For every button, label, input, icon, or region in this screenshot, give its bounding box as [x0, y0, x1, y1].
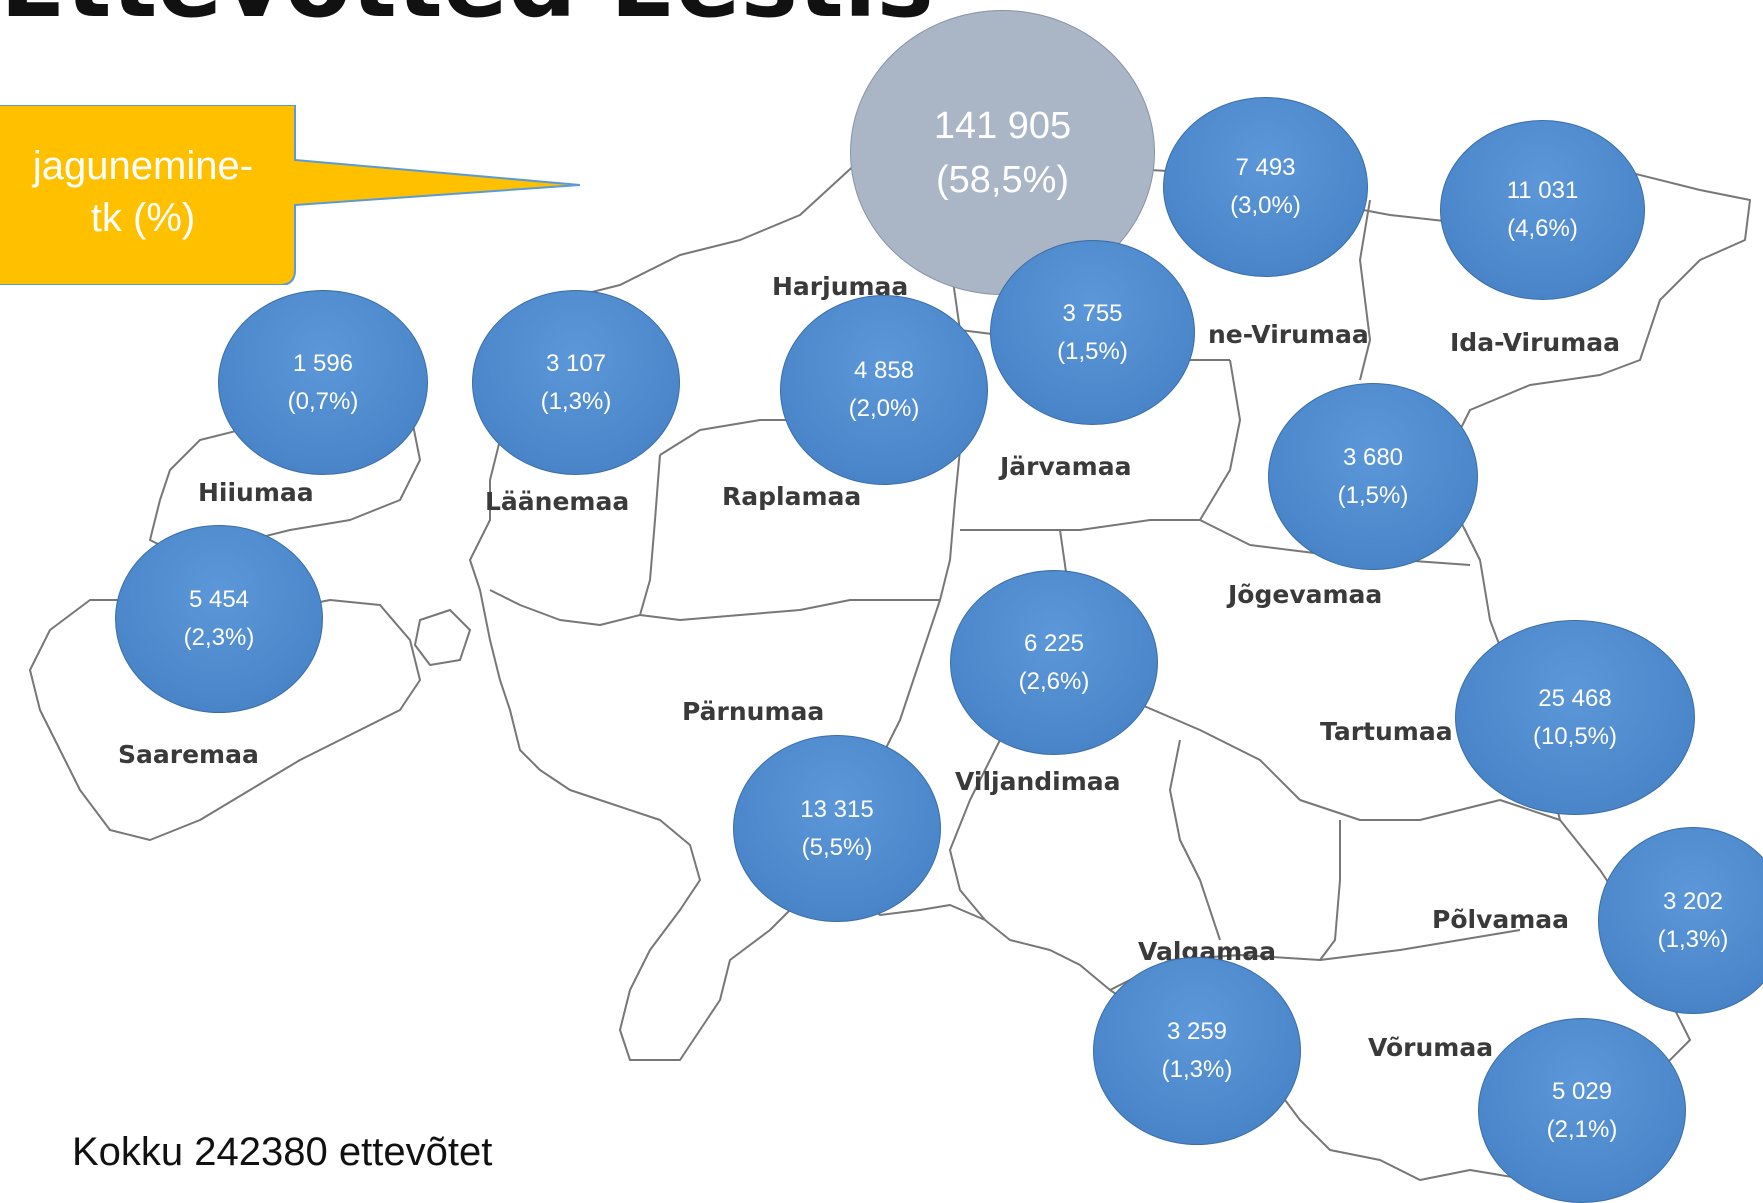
- region-label-polvamaa: Põlvamaa: [1432, 905, 1570, 934]
- bubble-share: (4,6%): [1507, 215, 1578, 242]
- bubble-share: (0,7%): [287, 387, 359, 415]
- bubble-share: (1,3%): [540, 387, 612, 415]
- callout-text: jagunemine- tk (%): [8, 140, 278, 244]
- bubble-share: (3,0%): [1230, 192, 1301, 219]
- bubble-share: (2,1%): [1546, 1115, 1618, 1143]
- bubble-count: 13 315: [800, 795, 874, 823]
- bubble-valgamaa: 3 259 (1,3%): [1093, 957, 1301, 1145]
- bubble-share: (2,6%): [1018, 667, 1090, 695]
- bubble-count: 1 596: [292, 349, 354, 377]
- region-label-saaremaa: Saaremaa: [118, 740, 259, 769]
- bubble-count: 4 858: [853, 357, 915, 384]
- bubble-share: (1,3%): [1161, 1056, 1233, 1083]
- bubble-hiiumaa: 1 596 (0,7%): [218, 290, 428, 475]
- bubble-parnumaa: 13 315 (5,5%): [733, 735, 941, 922]
- region-label-jogevamaa: Jõgevamaa: [1228, 580, 1383, 609]
- bubble-count: 141 905: [933, 104, 1072, 147]
- bubble-viljandimaa: 6 225 (2,6%): [950, 570, 1158, 755]
- region-label-hiiumaa: Hiiumaa: [198, 478, 314, 507]
- region-label-parnumaa: Pärnumaa: [682, 697, 825, 726]
- region-label-vorumaa: Võrumaa: [1368, 1033, 1494, 1062]
- region-label-jarvamaa: Järvamaa: [1000, 452, 1132, 481]
- bubble-jogevamaa: 3 680 (1,5%): [1268, 383, 1478, 570]
- callout-line-2: tk (%): [90, 196, 196, 240]
- bubble-count: 5 454: [188, 586, 250, 613]
- bubble-count: 3 755: [1062, 299, 1123, 327]
- bubble-count: 11 031: [1506, 177, 1579, 204]
- callout-line-1: jagunemine-: [32, 144, 254, 188]
- bubble-count: 3 107: [545, 349, 607, 377]
- region-label-ida-virumaa: Ida-Virumaa: [1450, 328, 1621, 357]
- bubble-share: (1,3%): [1657, 925, 1729, 953]
- bubble-share: (5,5%): [801, 833, 873, 861]
- bubble-count: 25 468: [1538, 684, 1612, 712]
- region-label-laanemaa: Läänemaa: [485, 487, 630, 516]
- bubble-tartumaa: 25 468 (10,5%): [1455, 620, 1695, 815]
- bubble-count: 3 680: [1342, 443, 1404, 471]
- bubble-polvamaa: 3 202 (1,3%): [1598, 827, 1763, 1014]
- bubble-ida-virumaa: 11 031 (4,6%): [1440, 120, 1645, 300]
- bubble-share: (2,3%): [183, 624, 255, 651]
- muhu-outline: [414, 609, 471, 666]
- bubble-saaremaa: 5 454 (2,3%): [115, 525, 323, 713]
- bubble-count: 6 225: [1023, 629, 1085, 657]
- bubble-jarvamaa: 3 755 (1,5%): [990, 240, 1195, 425]
- bubble-raplamaa: 4 858 (2,0%): [780, 295, 988, 485]
- bubble-count: 5 029: [1551, 1077, 1613, 1105]
- bubble-share: (1,5%): [1057, 337, 1128, 365]
- total-count-label: Kokku 242380 ettevõtet: [72, 1130, 493, 1174]
- region-label-raplamaa: Raplamaa: [722, 482, 862, 511]
- bubble-share: (2,0%): [848, 395, 920, 422]
- bubble-share: (58,5%): [935, 158, 1070, 201]
- bubble-count: 7 493: [1235, 154, 1296, 181]
- region-label-laane-virumaa: ne-Virumaa: [1208, 320, 1369, 349]
- bubble-vorumaa: 5 029 (2,1%): [1478, 1018, 1686, 1203]
- bubble-count: 3 259: [1166, 1018, 1228, 1045]
- bubble-count: 3 202: [1662, 887, 1724, 915]
- bubble-laanemaa: 3 107 (1,3%): [472, 290, 680, 475]
- region-label-viljandimaa: Viljandimaa: [955, 767, 1121, 796]
- callout-shape: [0, 105, 580, 285]
- bubble-laane-virumaa: 7 493 (3,0%): [1163, 97, 1368, 277]
- bubble-share: (1,5%): [1337, 481, 1409, 509]
- region-label-tartumaa: Tartumaa: [1320, 717, 1453, 746]
- page-title: Ettevõtted Eestis: [0, 0, 934, 38]
- bubble-share: (10,5%): [1532, 722, 1618, 750]
